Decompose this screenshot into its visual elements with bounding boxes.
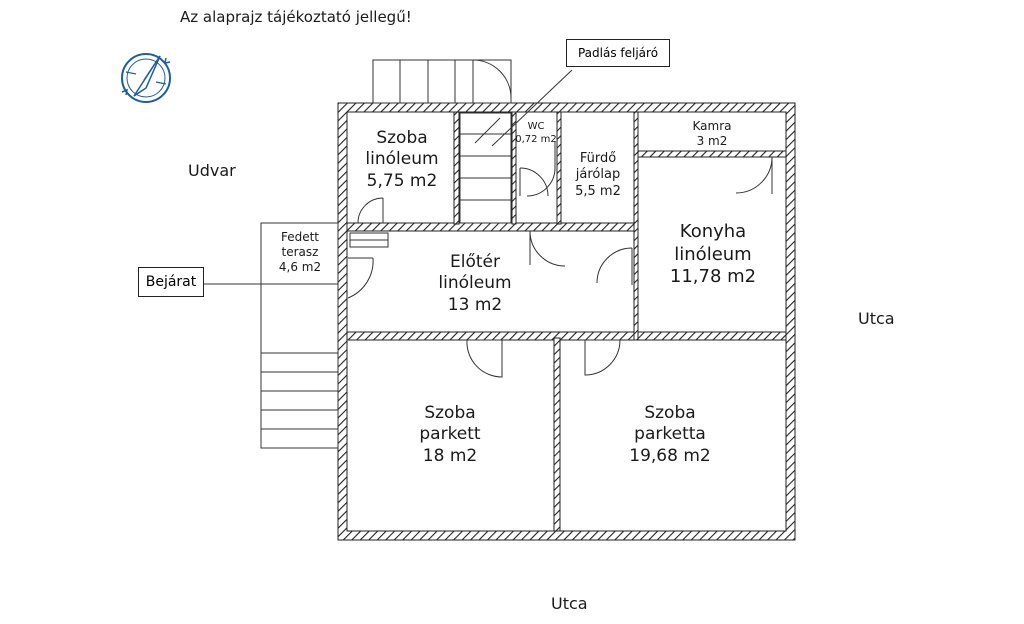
room-area: 5,5 m2	[575, 183, 621, 199]
room-area: 19,68 m2	[629, 445, 711, 466]
room-szoba-right: Szoba parketta 19,68 m2	[590, 403, 750, 467]
room-furdo: Fürdő járólap 5,5 m2	[562, 151, 634, 200]
room-name: Fürdő	[579, 151, 617, 166]
room-name: Előtér	[450, 252, 500, 272]
street-bottom-label: Utca	[551, 594, 588, 613]
room-floor: parkett	[419, 424, 481, 445]
compass-icon	[121, 53, 171, 103]
yard-label: Udvar	[188, 161, 236, 180]
room-floor: járólap	[575, 167, 621, 183]
room-floor: parketta	[634, 424, 706, 445]
interior-walls	[346, 111, 787, 532]
room-name: WC	[527, 121, 545, 132]
terrace	[260, 222, 339, 449]
room-area: 18 m2	[422, 445, 478, 466]
leader-lines	[203, 69, 573, 285]
room-name: Konyha	[679, 221, 747, 242]
room-area: 11,78 m2	[669, 266, 757, 287]
room-area: 4,6 m2	[278, 260, 322, 274]
room-name: Fedett	[280, 230, 320, 244]
attic-callout: Padlás feljáró	[566, 39, 670, 67]
room-szoba-left: Szoba parkett 18 m2	[370, 403, 530, 467]
room-wc: WC 0,72 m2	[514, 121, 558, 146]
entrance-callout: Bejárat	[138, 267, 204, 297]
disclaimer-note: Az alaprajz tájékoztató jellegű!	[180, 8, 412, 26]
room-floor: terasz	[281, 245, 319, 259]
room-name: Szoba	[644, 403, 696, 423]
room-kamra: Kamra 3 m2	[638, 119, 786, 149]
room-szoba-small: Szoba linóleum 5,75 m2	[353, 128, 451, 192]
room-floor: linóleum	[365, 149, 439, 170]
doors	[347, 141, 773, 378]
room-floor: linóleum	[438, 273, 512, 294]
room-name: Szoba	[376, 128, 428, 148]
attic-stairs	[459, 112, 512, 224]
room-name: Szoba	[424, 403, 476, 423]
room-area: 3 m2	[696, 134, 728, 148]
room-name: Kamra	[692, 119, 732, 133]
room-floor: linóleum	[674, 243, 752, 265]
top-steps	[372, 59, 512, 104]
room-area: 0,72 m2	[515, 133, 557, 145]
room-eloter: Előtér linóleum 13 m2	[400, 252, 550, 316]
room-terasz: Fedett terasz 4,6 m2	[262, 230, 338, 275]
room-area: 13 m2	[447, 294, 503, 315]
street-right-label: Utca	[858, 309, 895, 328]
hall-cabinet	[349, 232, 389, 248]
room-konyha: Konyha linóleum 11,78 m2	[640, 221, 786, 289]
room-area: 5,75 m2	[366, 170, 438, 191]
